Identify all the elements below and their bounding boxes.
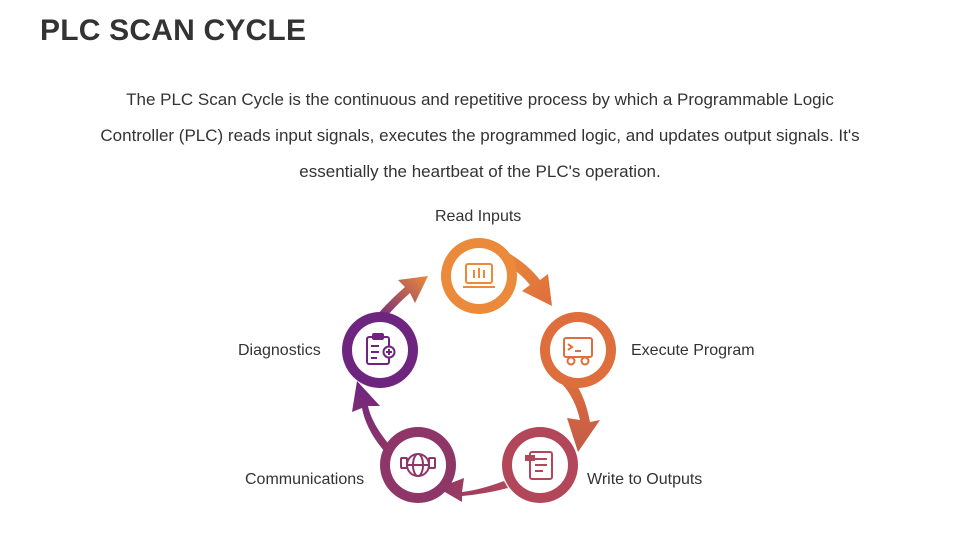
output-document-icon [525,451,553,480]
step-label-write-to-outputs: Write to Outputs [587,471,703,488]
arrow-communications-to-diagnostics [352,381,392,452]
diagnostics-clipboard-icon [366,333,396,365]
step-node-write-to-outputs [502,427,578,503]
step-node-execute-program [540,312,616,388]
program-gears-icon [563,337,593,366]
step-label-diagnostics: Diagnostics [238,342,321,359]
plc-input-device-icon [463,263,495,288]
arrow-execute-to-write [562,378,600,452]
step-node-communications [380,427,456,503]
description: The PLC Scan Cycle is the continuous and… [100,90,860,181]
step-node-read-inputs [441,238,517,314]
page-title: PLC SCAN CYCLE [40,14,307,47]
step-label-communications: Communications [245,471,365,488]
arrow-write-to-communications [438,478,508,502]
step-label-execute-program: Execute Program [631,342,755,359]
arrow-diagnostics-to-read [376,276,428,322]
step-label-read-inputs: Read Inputs [435,208,522,225]
step-node-diagnostics [342,312,418,388]
network-communication-icon [400,453,436,477]
